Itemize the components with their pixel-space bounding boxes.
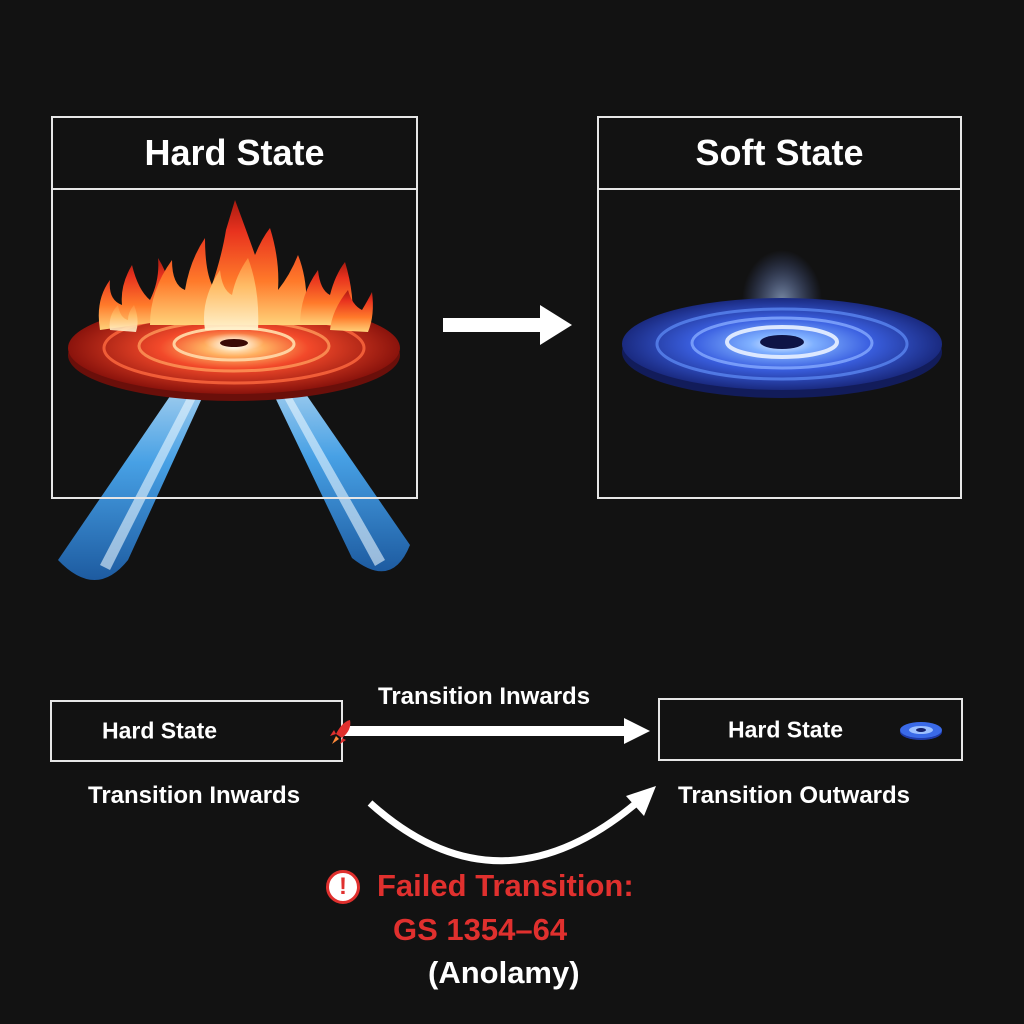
top-arrow-label: Transition Inwards: [378, 683, 591, 710]
left-caption: Transition Inwards: [88, 782, 301, 809]
warning-note: (Anolamy): [428, 955, 580, 990]
hard-state-box-right: Hard State: [658, 698, 963, 761]
soft-state-title: Soft State: [599, 118, 960, 190]
jet-left: [58, 345, 224, 580]
flames: [98, 200, 373, 332]
cool-accretion-disk: [622, 250, 942, 398]
soft-state-panel: Soft State: [597, 116, 962, 499]
hard-state-box-left: Hard State: [50, 700, 351, 762]
right-caption: Transition Outwards: [678, 782, 911, 809]
jet-right: [250, 342, 410, 572]
arrow-curved: [367, 786, 656, 865]
blue-disk-icon: [898, 720, 944, 748]
warning-icon: !: [326, 870, 360, 904]
box-right-label: Hard State: [728, 716, 844, 742]
arrow-straight: [343, 718, 650, 744]
hard-state-panel: Hard State: [51, 116, 418, 499]
warning-title: Failed Transition:: [377, 868, 634, 903]
warning-source: GS 1354–64: [393, 912, 568, 947]
hard-state-title: Hard State: [53, 118, 416, 190]
arrow-hard-to-soft: [443, 305, 572, 345]
rocket-icon: [328, 718, 354, 754]
box-left-label: Hard State: [102, 717, 218, 744]
